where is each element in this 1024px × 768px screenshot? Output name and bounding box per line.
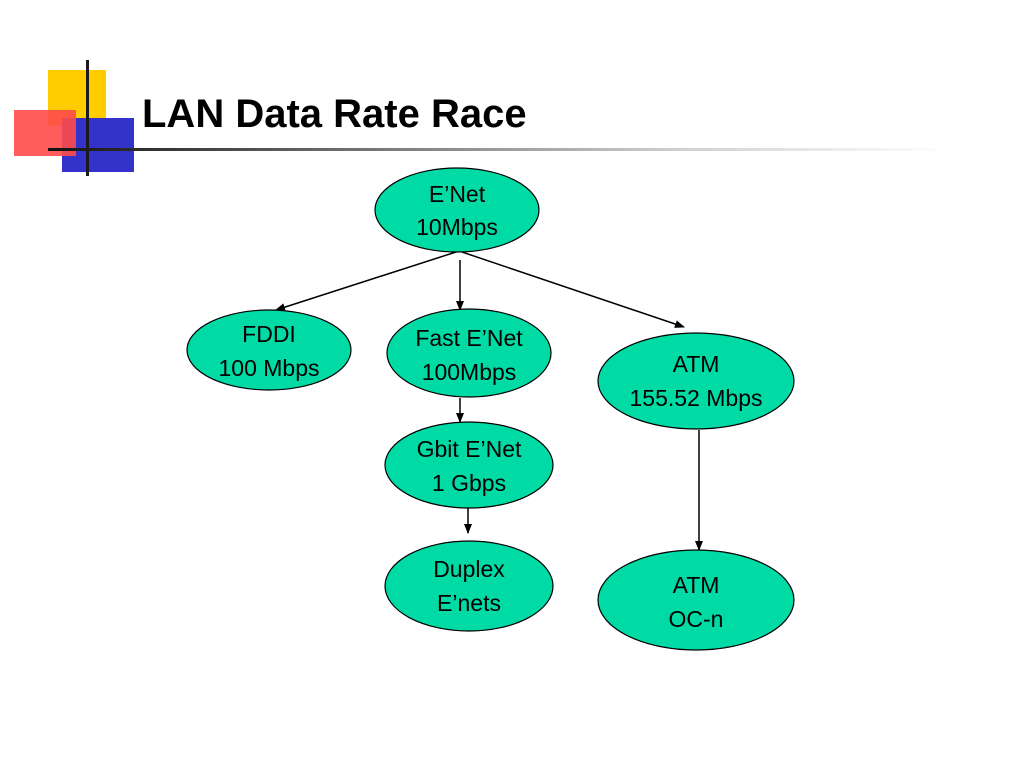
edge-group bbox=[275, 251, 703, 551]
node-enet-line1: E’Net bbox=[429, 181, 486, 207]
node-atm-shape bbox=[597, 332, 795, 430]
node-atm-line1: ATM bbox=[673, 351, 720, 377]
node-duplex-enets-line2: E’nets bbox=[437, 590, 501, 616]
node-gbit-enet-line2: 1 Gbps bbox=[432, 470, 506, 496]
node-gbit-enet-shape bbox=[384, 421, 554, 509]
logo-vertical-rule bbox=[86, 60, 89, 176]
edge-enet-to-fddi bbox=[275, 251, 457, 312]
node-fddi-line1: FDDI bbox=[242, 321, 296, 347]
node-duplex-enets-line1: Duplex bbox=[433, 556, 505, 582]
node-atm-ocn-shape bbox=[597, 549, 795, 651]
node-atm-line2: 155.52 Mbps bbox=[630, 385, 763, 411]
node-atm-ocn-line1: ATM bbox=[673, 572, 720, 598]
slide-title: LAN Data Rate Race bbox=[142, 92, 527, 136]
node-enet-shape bbox=[374, 167, 540, 253]
node-fast-enet-shape bbox=[386, 308, 552, 398]
node-enet: E’Net 10Mbps bbox=[374, 167, 540, 253]
node-fast-enet-line2: 100Mbps bbox=[422, 359, 517, 385]
node-fast-enet-line1: Fast E’Net bbox=[415, 325, 523, 351]
node-duplex-enets-shape bbox=[384, 540, 554, 632]
node-fast-enet: Fast E’Net 100Mbps bbox=[386, 308, 552, 398]
node-gbit-enet: Gbit E’Net 1 Gbps bbox=[384, 421, 554, 509]
node-duplex-enets: Duplex E’nets bbox=[384, 540, 554, 632]
node-atm-ocn: ATM OC-n bbox=[597, 549, 795, 651]
node-fddi-shape bbox=[186, 309, 352, 391]
edge-enet-to-atm bbox=[461, 251, 685, 328]
node-fddi: FDDI 100 Mbps bbox=[186, 309, 352, 391]
node-enet-line2: 10Mbps bbox=[416, 214, 498, 240]
title-underline-rule bbox=[48, 148, 948, 151]
node-atm: ATM 155.52 Mbps bbox=[597, 332, 795, 430]
node-gbit-enet-line1: Gbit E’Net bbox=[417, 436, 522, 462]
node-atm-ocn-line2: OC-n bbox=[669, 606, 724, 632]
node-fddi-line2: 100 Mbps bbox=[218, 355, 319, 381]
